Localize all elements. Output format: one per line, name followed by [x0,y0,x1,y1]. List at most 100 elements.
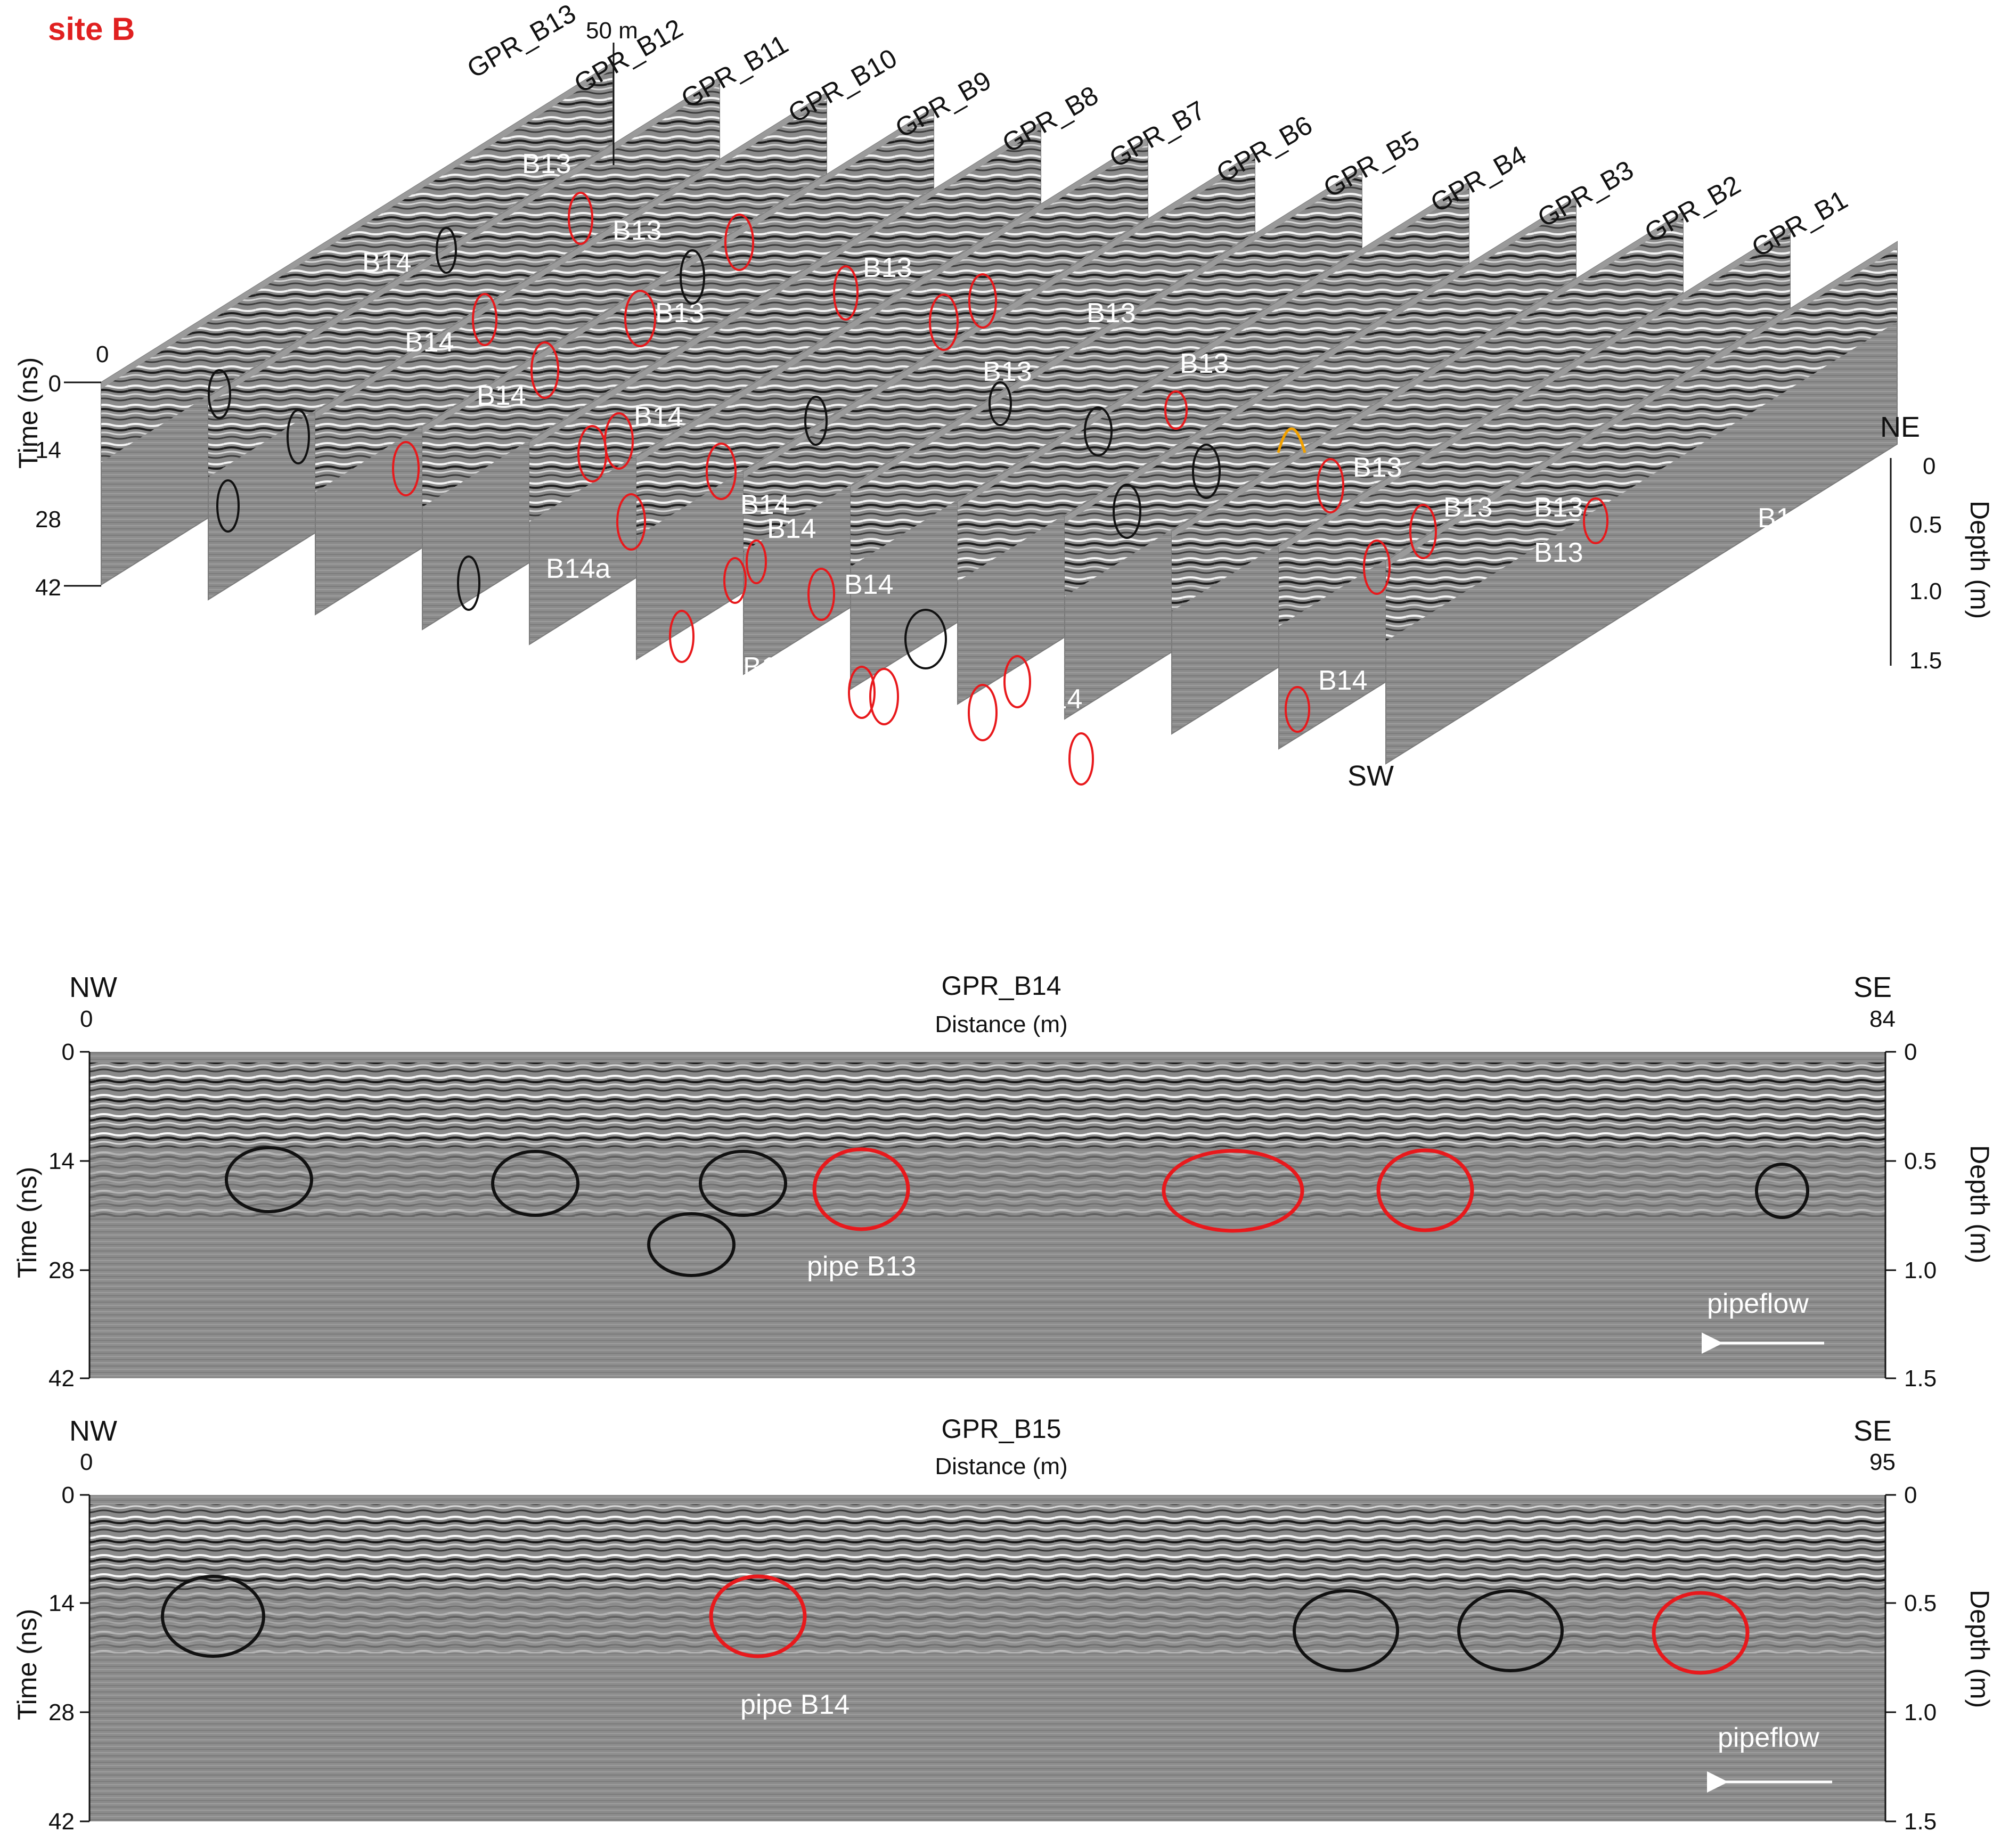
fence-depth-tick-0: 0 [1923,453,1935,479]
fence-panel-band [1172,217,1683,611]
fence-depth-tick-15: 1.5 [1909,648,1942,674]
b14-black-marker [491,1150,579,1217]
fence-red-marker [568,192,593,245]
b15-black-marker [1293,1589,1399,1672]
fence-time-label: Time (ns) [13,357,43,469]
fence-panel-edge [208,78,720,404]
b15-black-marker [161,1575,265,1658]
fence-panel-edge [744,152,1255,478]
fence-panel-band [1279,232,1790,626]
b15-x-label: Distance (m) [935,1453,1067,1479]
b14-time-tick-14: 14 [48,1148,75,1174]
fence-red-marker [706,443,737,500]
fence-red-marker [392,441,420,496]
b14-black-marker [647,1212,736,1277]
fence-red-marker [724,214,754,271]
fence-profile-label: GPR_B13 [462,0,581,84]
b15-depth-tick-10: 1.0 [1904,1699,1937,1726]
b14-title: GPR_B14 [941,971,1061,1001]
fence-red-marker [968,684,998,741]
fence-red-marker [833,265,859,321]
fence-profile-label: GPR_B8 [998,80,1104,158]
fence-annotation-label: B14 [1758,503,1807,534]
b15-title: GPR_B15 [941,1414,1061,1444]
fence-annotation-label: B13 [612,215,662,246]
fence-black-marker [680,249,705,305]
b14-depth-tick-10: 1.0 [1904,1257,1937,1283]
fence-annotation-label: B14 [740,489,790,520]
fence-black-marker [287,409,310,464]
b14-black-marker [225,1146,313,1213]
fence-annotation-label: B14 [634,402,683,432]
fence-profile-label: GPR_B2 [1640,169,1746,248]
b14-red-marker [1376,1148,1474,1232]
site-label: site B [48,11,135,47]
fence-annotation-label: B14a [743,652,808,683]
fence-panel-edge [851,167,1362,493]
fence-red-marker [746,539,767,584]
fence-annotation-label: B13 [1180,348,1229,379]
fence-panel-edge [636,137,1148,463]
fence-black-marker [904,609,947,669]
fence-annotation-label: B13 [863,252,912,283]
fence-top-distance: 50 m [586,18,638,44]
b15-left-dir: NW [69,1415,117,1447]
b15-depth-tick-05: 0.5 [1904,1590,1937,1616]
fence-red-marker [530,341,559,399]
fence-annotation-label: B14 [844,569,894,600]
fence-panel-band [851,173,1362,567]
fence-annotation-label: B13 [983,356,1032,387]
fence-panel-edge [529,122,1041,448]
fence-red-marker [1164,390,1188,430]
fence-sw-label: SW [1347,760,1394,792]
fence-depth-tick-05: 0.5 [1909,512,1942,538]
fence-panel-edge [1172,212,1683,538]
fence-panel-band [958,187,1469,582]
fence-origin-distance: 0 [96,341,109,367]
fence-black-marker [457,555,480,611]
b15-red-marker [1652,1591,1750,1675]
fence-annotation-label: B14 [1318,665,1368,696]
b14-pipe-label: pipe B13 [807,1251,916,1282]
fence-panel-edge [1279,227,1790,553]
fence-red-marker [848,666,876,719]
b14-depth-tick-05: 0.5 [1904,1148,1937,1174]
fence-annotation-label: B13 [522,149,571,179]
fence-red-marker [1068,732,1094,786]
fence-black-marker [1084,406,1113,456]
fence-profile-label: GPR_B3 [1533,154,1639,233]
fence-orange-marker [1277,427,1306,453]
b14-left-dir: NW [69,971,117,1003]
fence-annotation-label: B13 [1534,492,1583,523]
fence-annotation-label: B14 [767,513,816,544]
fence-profile-label: GPR_B6 [1212,110,1318,188]
fence-panel-edge [101,63,612,389]
fence-depth-label: Depth (m) [1965,501,1993,619]
fence-red-marker [1317,458,1344,513]
fence-annotation-label: B14 [895,681,944,712]
b14-red-marker [1162,1149,1304,1233]
b14-time-label: Time (ns) [12,1167,42,1278]
b14-depth-tick-0: 0 [1904,1039,1917,1065]
fence-time-tick-14: 14 [35,437,61,463]
fence-profile-label: GPR_B10 [783,43,902,128]
fence-red-marker [624,290,656,347]
b14-black-marker [699,1150,787,1217]
fence-panel-band [1065,202,1576,596]
fence-annotation-label: B13 [1534,537,1583,568]
fence-depth-tick-10: 1.0 [1909,578,1942,604]
fence-annotation-label: B14a [642,668,707,699]
fence-annotation-label: B13 [1353,452,1402,483]
fence-red-marker [1285,686,1310,733]
b14-red-marker [812,1147,910,1231]
fence-black-marker [989,381,1012,426]
fence-panel-band [101,68,612,462]
fence-red-marker [968,273,997,329]
fence-time-tick-42: 42 [35,575,61,601]
b15-depth-tick-15: 1.5 [1904,1809,1937,1835]
b14-depth-tick-15: 1.5 [1904,1365,1937,1392]
fence-black-marker [804,396,828,446]
b15-black-marker [1457,1589,1564,1672]
